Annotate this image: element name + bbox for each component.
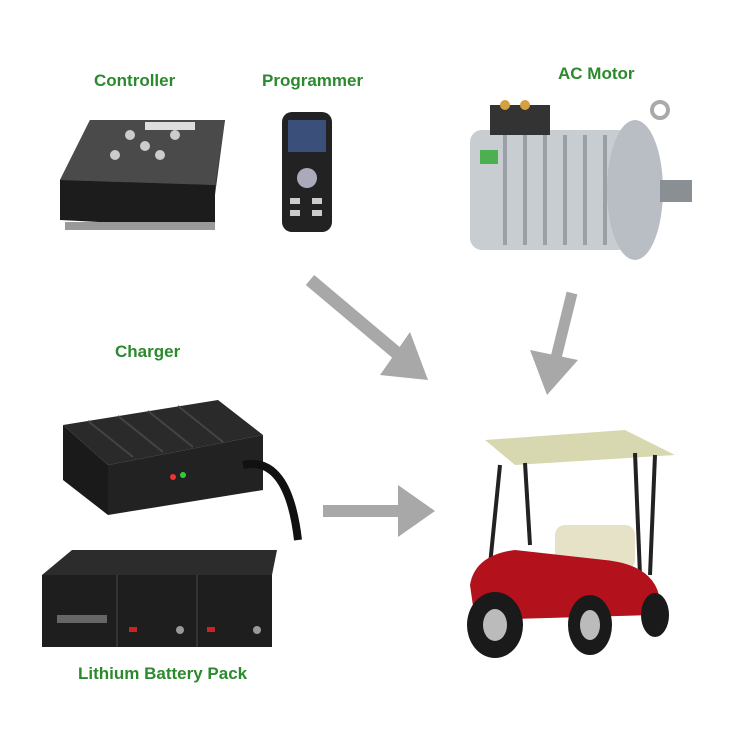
ac-motor-image <box>465 90 695 270</box>
programmer-image <box>280 110 335 235</box>
controller-label: Controller <box>94 71 176 90</box>
charger-image <box>48 395 308 545</box>
ac-motor-label: AC Motor <box>558 64 635 83</box>
arrow-to-cart-from-motor <box>530 291 578 395</box>
arrow-to-cart-from-controller <box>305 275 428 380</box>
arrow-to-cart-from-charger <box>323 485 435 537</box>
charger-label: Charger <box>115 342 181 361</box>
battery-image <box>32 545 282 650</box>
golf-cart-image <box>455 425 685 660</box>
battery-label: Lithium Battery Pack <box>78 664 248 683</box>
programmer-label: Programmer <box>262 71 364 90</box>
controller-image <box>50 110 230 235</box>
